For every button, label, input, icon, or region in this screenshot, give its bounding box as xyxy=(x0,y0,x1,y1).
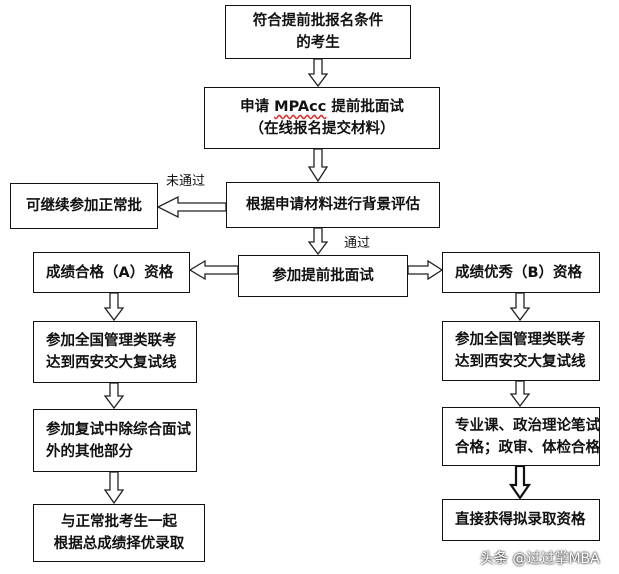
box-background-evaluation: 根据申请材料进行背景评估 xyxy=(226,182,440,228)
box-a-national-exam: 参加全国管理类联考 达到西安交大复试线 xyxy=(33,321,197,383)
box-text-line: 参加全国管理类联考 xyxy=(46,333,177,349)
arrow-b4-to-b1r xyxy=(407,259,444,281)
arrow-a1-to-a2 xyxy=(103,292,125,322)
box-qualified-a: 成绩合格（A）资格 xyxy=(33,252,190,293)
arrow-b3-to-b4 xyxy=(307,227,329,256)
box-early-interview: 参加提前批面试 xyxy=(238,255,408,297)
box-a-retest-parts: 参加复试中除综合面试 外的其他部分 xyxy=(33,409,197,472)
box-text-line: 可继续参加正常批 xyxy=(26,198,142,214)
box-b-national-exam: 参加全国管理类联考 达到西安交大复试线 xyxy=(442,321,600,381)
box-text-line: （在线报名提交材料） xyxy=(249,121,395,137)
box-a-merit-admission: 与正常批考生一起 根据总成绩择优录取 xyxy=(33,504,205,562)
label-passed: 通过 xyxy=(344,236,371,251)
box-text-line: 参加复试中除综合面试 xyxy=(46,421,191,438)
box-text-line: 外的其他部分 xyxy=(46,443,133,460)
box-text-line: 根据总成绩择优录取 xyxy=(53,536,185,552)
arrow-b1r-to-b2r xyxy=(509,292,531,322)
arrow-a2-to-a3 xyxy=(103,382,125,410)
box-text-line: 成绩优秀（B）资格 xyxy=(455,264,583,281)
label-not-passed: 未通过 xyxy=(166,174,206,189)
box-continue-normal-batch: 可继续参加正常批 xyxy=(10,183,158,229)
arrow-a3-to-a4 xyxy=(103,471,125,505)
box-b-written-exam: 专业课、政治理论笔试 合格；政审、体检合格 xyxy=(442,407,600,466)
box-text-line: 专业课、政治理论笔试 xyxy=(455,417,600,434)
arrow-b3r-to-b4r xyxy=(508,464,532,500)
box-excellent-b: 成绩优秀（B）资格 xyxy=(442,252,600,293)
arrow-b2r-to-b3r xyxy=(509,380,531,408)
box-text-line: 直接获得拟录取资格 xyxy=(455,512,586,528)
arrow-b4-to-a1 xyxy=(188,259,239,281)
box-text-line: 参加提前批面试 xyxy=(272,268,374,284)
text-mpacc: MPAcc xyxy=(274,99,327,115)
arrow-b1-to-b2 xyxy=(307,58,329,88)
box-text-line: 成绩合格（A）资格 xyxy=(46,264,174,281)
box-text-line: 参加全国管理类联考 xyxy=(455,332,586,348)
box-eligible-candidates: 符合提前批报名条件 的考生 xyxy=(225,5,411,59)
watermark: 头条 @过过掌MBA xyxy=(480,551,600,567)
box-text-line: 的考生 xyxy=(296,35,340,51)
box-apply-early-interview: 申请 MPAcc 提前批面试 （在线报名提交材料） xyxy=(204,87,440,149)
box-text-line: 达到西安交大复试线 xyxy=(46,355,177,371)
box-text-line: 符合提前批报名条件 xyxy=(252,13,384,29)
box-text-line: 合格；政审、体检合格 xyxy=(455,439,600,456)
text-apply: 申请 xyxy=(240,99,275,115)
arrow-b2-to-b3 xyxy=(307,148,329,183)
box-text-line: 达到西安交大复试线 xyxy=(455,354,586,370)
box-text-line: 申请 MPAcc 提前批面试 xyxy=(240,96,404,118)
text-early-interview: 提前批面试 xyxy=(326,99,404,115)
box-text-line: 根据申请材料进行背景评估 xyxy=(246,197,420,213)
box-text-line: 与正常批考生一起 xyxy=(61,514,177,530)
arrow-b3-to-fail xyxy=(156,195,227,219)
box-b-direct-admission: 直接获得拟录取资格 xyxy=(442,499,600,541)
